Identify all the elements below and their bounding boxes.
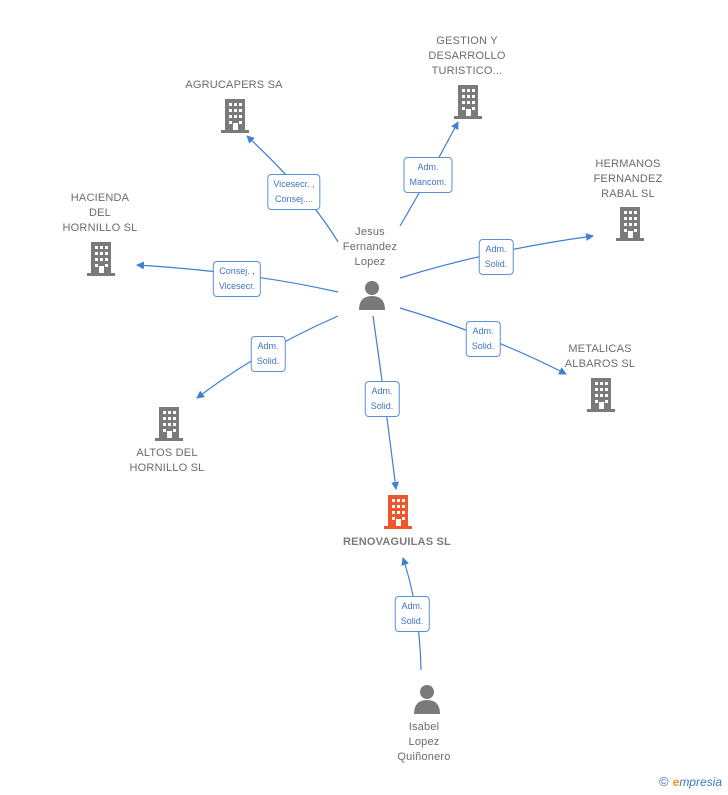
person-icon-jesus[interactable] (357, 280, 387, 310)
company-label-gestion[interactable]: GESTION Y DESARROLLO TURISTICO... (428, 35, 506, 77)
building-icon-agrucapers[interactable] (221, 99, 249, 133)
company-label-hermanos[interactable]: HERMANOS FERNANDEZ RABAL SL (593, 158, 663, 200)
relation-label-altos[interactable]: Adm. Solid. (250, 336, 286, 372)
company-label-hacienda[interactable]: HACIENDA DEL HORNILLO SL (62, 192, 138, 234)
relation-label-gestion[interactable]: Adm. Mancom. (403, 157, 453, 193)
company-label-renovaguilas[interactable]: RENOVAGUILAS SL (343, 536, 451, 548)
company-label-metalicas[interactable]: METALICAS ALBAROS SL (564, 343, 636, 370)
relation-label-metalicas[interactable]: Adm. Solid. (465, 321, 501, 357)
relation-label-isabel[interactable]: Adm. Solid. (394, 596, 430, 632)
relation-label-renovaguilas[interactable]: Adm. Solid. (364, 381, 400, 417)
person-icon-isabel[interactable] (412, 684, 442, 714)
relation-label-hacienda[interactable]: Consej. , Vicesecr. (212, 261, 262, 297)
building-icon-hermanos[interactable] (616, 207, 644, 241)
brand-logo-e: e (672, 775, 680, 789)
building-icon-metalicas[interactable] (587, 378, 615, 412)
relation-label-agrucapers[interactable]: Vicesecr. , Consej.... (267, 174, 321, 210)
brand-logo-text: mpresia (679, 775, 722, 789)
building-icon-gestion[interactable] (454, 85, 482, 119)
copyright-icon: © (659, 774, 669, 789)
company-label-agrucapers[interactable]: AGRUCAPERS SA (185, 79, 283, 91)
company-label-altos[interactable]: ALTOS DEL HORNILLO SL (129, 447, 205, 474)
building-icon-altos[interactable] (155, 407, 183, 441)
relation-label-hermanos[interactable]: Adm. Solid. (478, 239, 514, 275)
building-icon-renovaguilas[interactable] (384, 495, 412, 529)
building-icon-hacienda[interactable] (87, 242, 115, 276)
person-label-jesus[interactable]: Jesus Fernandez Lopez (342, 226, 398, 268)
brand-footer[interactable]: ©empresia (659, 774, 722, 789)
person-label-isabel[interactable]: Isabel Lopez Quiñonero (397, 721, 451, 763)
